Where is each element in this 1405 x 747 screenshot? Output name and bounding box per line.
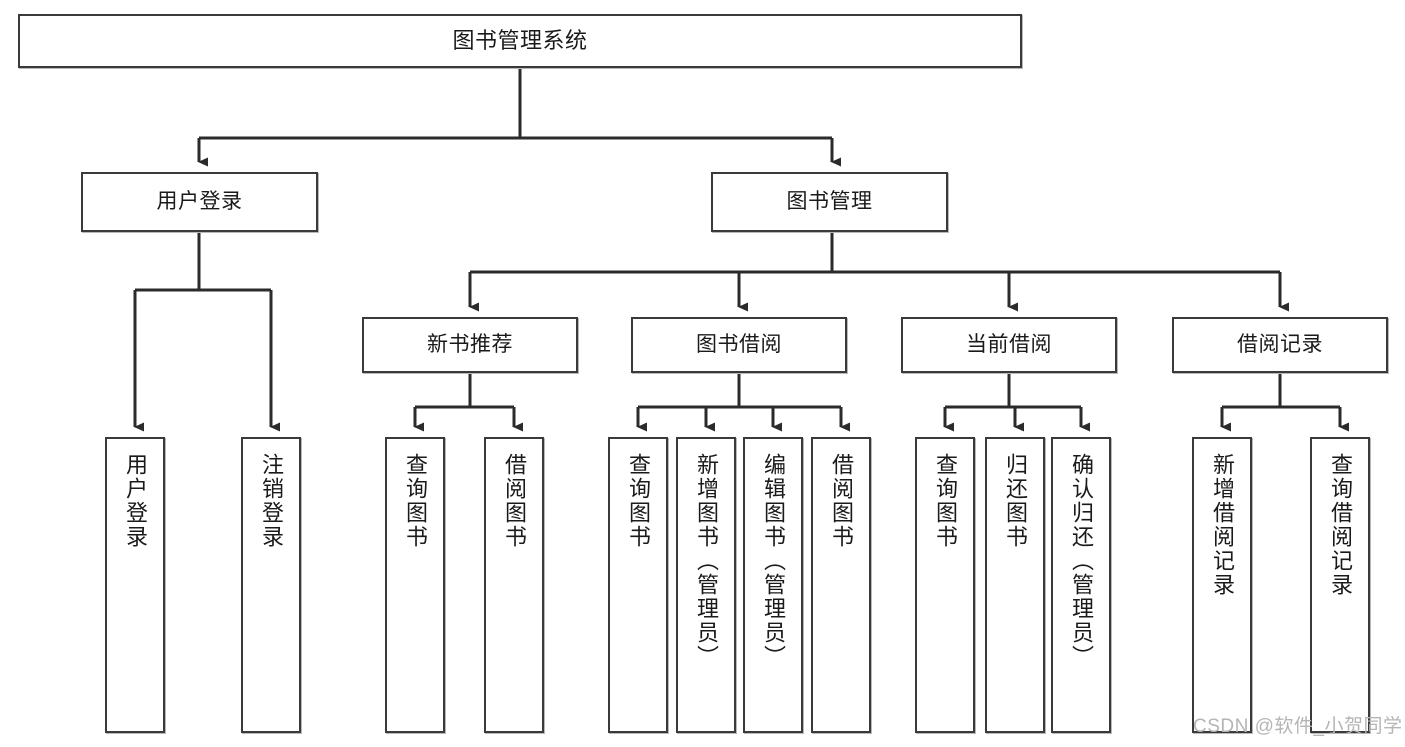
node-current-borrow-label: 当前借阅	[966, 332, 1052, 356]
node-borrow-record-label: 借阅记录	[1237, 332, 1323, 356]
node-leaf-query-book-2-label: 查询图书	[626, 453, 651, 549]
node-root-label: 图书管理系统	[452, 28, 588, 54]
node-leaf-edit-book-label: 编辑图书（管理员）	[761, 453, 786, 669]
node-user-login[interactable]: 用户登录	[81, 172, 318, 232]
node-leaf-user-login[interactable]: 用户登录	[105, 437, 165, 733]
node-new-book-rec[interactable]: 新书推荐	[362, 317, 578, 373]
node-borrow-record[interactable]: 借阅记录	[1172, 317, 1388, 373]
node-root[interactable]: 图书管理系统	[18, 14, 1022, 68]
node-leaf-query-record-label: 查询借阅记录	[1328, 453, 1353, 597]
node-leaf-user-login-label: 用户登录	[123, 453, 148, 549]
node-leaf-query-book-3[interactable]: 查询图书	[915, 437, 975, 733]
node-book-manage[interactable]: 图书管理	[711, 172, 948, 232]
node-leaf-return-book-label: 归还图书	[1003, 453, 1028, 549]
node-leaf-borrow-book-2[interactable]: 借阅图书	[811, 437, 871, 733]
node-leaf-query-book-1-label: 查询图书	[403, 453, 428, 549]
node-current-borrow[interactable]: 当前借阅	[901, 317, 1117, 373]
node-leaf-borrow-book-1[interactable]: 借阅图书	[484, 437, 544, 733]
node-leaf-borrow-book-2-label: 借阅图书	[829, 453, 854, 549]
node-book-borrow[interactable]: 图书借阅	[631, 317, 847, 373]
node-leaf-query-book-1[interactable]: 查询图书	[385, 437, 445, 733]
node-leaf-user-logout[interactable]: 注销登录	[241, 437, 301, 733]
node-leaf-add-book-label: 新增图书（管理员）	[694, 453, 719, 669]
node-book-manage-label: 图书管理	[786, 189, 873, 213]
node-leaf-query-book-2[interactable]: 查询图书	[608, 437, 668, 733]
node-leaf-confirm-return-label: 确认归还（管理员）	[1069, 453, 1094, 669]
node-leaf-confirm-return[interactable]: 确认归还（管理员）	[1051, 437, 1111, 733]
node-leaf-add-book[interactable]: 新增图书（管理员）	[676, 437, 736, 733]
node-new-book-rec-label: 新书推荐	[427, 332, 513, 356]
node-leaf-query-book-3-label: 查询图书	[933, 453, 958, 549]
node-user-login-label: 用户登录	[156, 189, 243, 213]
node-leaf-edit-book[interactable]: 编辑图书（管理员）	[743, 437, 803, 733]
node-leaf-user-logout-label: 注销登录	[259, 453, 284, 549]
node-leaf-add-record-label: 新增借阅记录	[1210, 453, 1235, 597]
node-leaf-return-book[interactable]: 归还图书	[985, 437, 1045, 733]
node-book-borrow-label: 图书借阅	[696, 332, 782, 356]
node-leaf-query-record[interactable]: 查询借阅记录	[1310, 437, 1370, 733]
csdn-watermark: CSDN @软件_小贺同学	[1193, 716, 1403, 737]
node-leaf-borrow-book-1-label: 借阅图书	[502, 453, 527, 549]
node-leaf-add-record[interactable]: 新增借阅记录	[1192, 437, 1252, 733]
